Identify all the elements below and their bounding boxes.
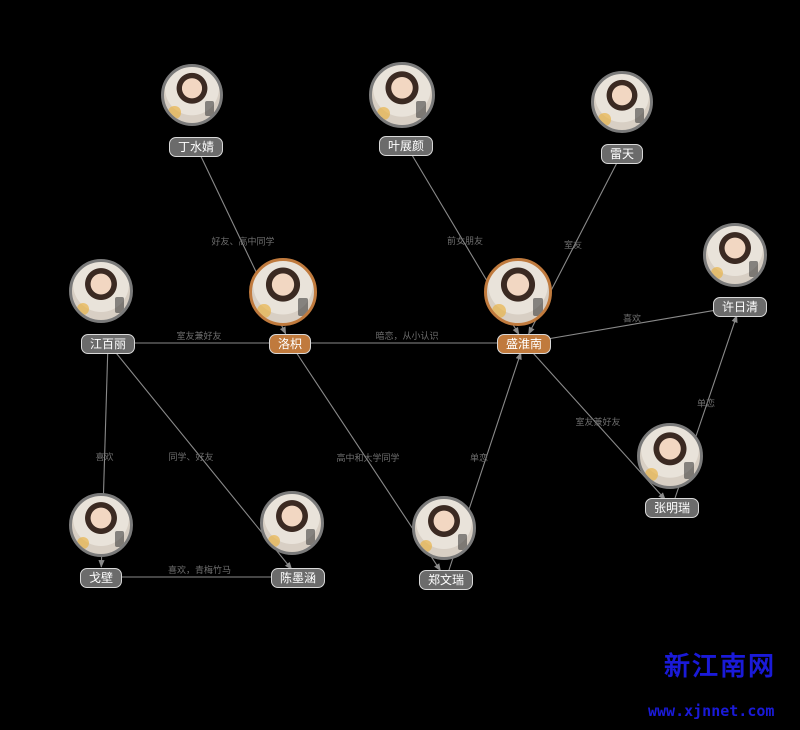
poster-flower-decoration	[644, 468, 658, 482]
poster-flower-decoration	[376, 107, 390, 121]
poster-flower-decoration	[256, 304, 271, 319]
edge-label: 室友	[564, 239, 582, 251]
node-label-chenmohan[interactable]: 陈墨涵	[270, 568, 326, 588]
node-label-leitian[interactable]: 雷天	[600, 144, 644, 164]
poster-text-decoration	[205, 100, 215, 117]
avatar-xuriqing[interactable]	[703, 223, 767, 287]
edge-label: 单恋	[470, 452, 488, 464]
avatar-luozhi[interactable]	[249, 258, 317, 326]
watermark-logo: 新江南网	[664, 652, 777, 682]
edge-label: 喜欢，青梅竹马	[168, 564, 231, 576]
node-label-dingshuiyao[interactable]: 丁水婧	[168, 137, 224, 157]
node-label-gebi[interactable]: 戈壁	[79, 568, 123, 588]
poster-text-decoration	[684, 462, 694, 479]
edge-label: 同学、好友	[168, 451, 213, 463]
edge-label: 前女朋友	[447, 235, 483, 247]
edge-label: 室友兼好友	[575, 416, 620, 428]
edge-label: 喜欢	[623, 313, 641, 325]
edge-label: 单恋	[697, 398, 715, 410]
node-label-yezhanyan[interactable]: 叶展颜	[378, 136, 434, 156]
poster-text-decoration	[416, 101, 426, 118]
poster-flower-decoration	[76, 302, 90, 316]
poster-flower-decoration	[168, 106, 181, 119]
edge-shenghuainan-xuriqing	[523, 305, 731, 344]
node-label-xuriqing[interactable]: 许日清	[712, 297, 768, 317]
poster-text-decoration	[305, 528, 316, 546]
poster-flower-decoration	[491, 304, 506, 319]
poster-flower-decoration	[267, 534, 281, 548]
avatar-zhengwenrui[interactable]	[412, 496, 476, 560]
poster-text-decoration	[114, 530, 125, 548]
edge-label: 好友、高中同学	[211, 236, 274, 248]
avatar-jiangbaili[interactable]	[69, 259, 133, 323]
node-label-zhangmingrui[interactable]: 张明瑞	[644, 498, 700, 518]
poster-text-decoration	[635, 107, 645, 124]
avatar-chenmohan[interactable]	[260, 491, 324, 555]
avatar-dingshuiyao[interactable]	[161, 64, 223, 126]
node-label-luozhi[interactable]: 洛枳	[268, 334, 312, 354]
avatar-leitian[interactable]	[591, 71, 653, 133]
poster-flower-decoration	[76, 536, 90, 550]
avatar-shenghuainan[interactable]	[484, 258, 552, 326]
node-label-shenghuainan[interactable]: 盛淮南	[496, 334, 552, 354]
avatar-yezhanyan[interactable]	[369, 62, 435, 128]
poster-text-decoration	[297, 298, 308, 316]
poster-text-decoration	[114, 296, 125, 314]
poster-flower-decoration	[710, 266, 724, 280]
node-label-zhengwenrui[interactable]: 郑文瑞	[418, 570, 474, 590]
edge-label: 喜欢	[95, 451, 113, 463]
edge-label: 暗恋，从小认识	[375, 330, 438, 342]
poster-text-decoration	[748, 260, 759, 278]
avatar-zhangmingrui[interactable]	[637, 423, 703, 489]
node-label-jiangbaili[interactable]: 江百丽	[80, 334, 136, 354]
edge-label: 室友兼好友	[176, 330, 221, 342]
avatar-gebi[interactable]	[69, 493, 133, 557]
edge-label: 高中和大学同学	[336, 452, 399, 464]
poster-text-decoration	[457, 533, 468, 551]
poster-text-decoration	[532, 298, 543, 316]
poster-flower-decoration	[598, 113, 611, 126]
watermark-url: www.xjnnet.com	[648, 702, 775, 720]
poster-flower-decoration	[419, 539, 433, 553]
